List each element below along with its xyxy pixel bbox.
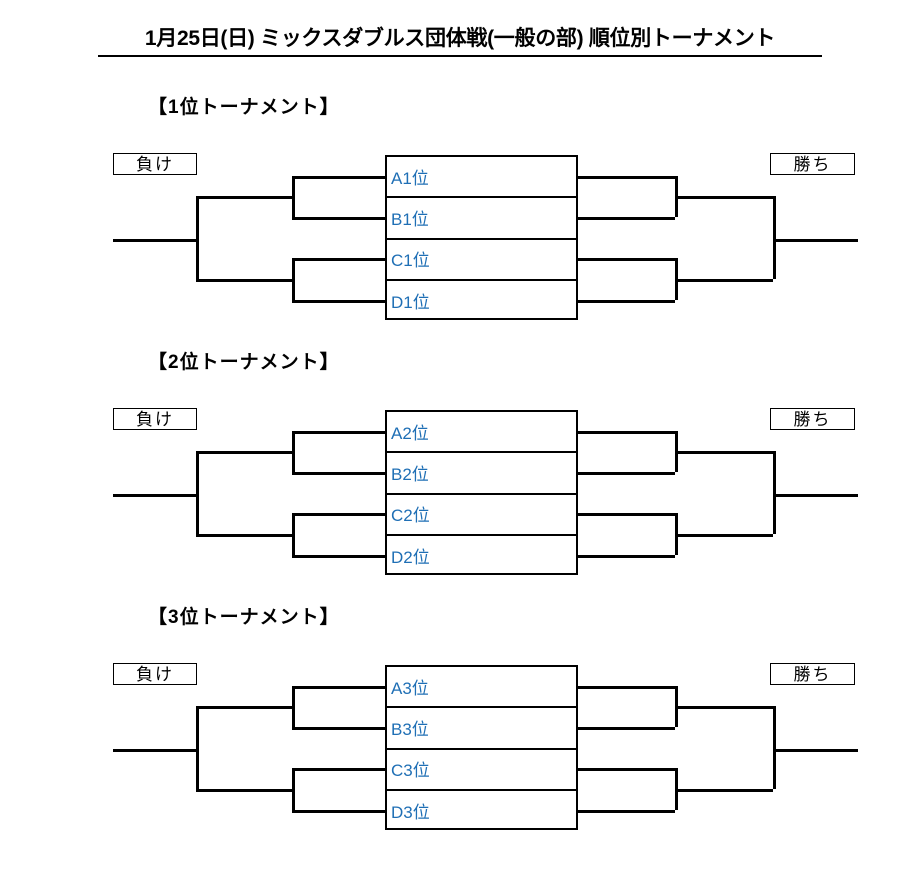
entry-label: C2位	[391, 506, 430, 526]
bracket-line-left-b	[292, 217, 385, 220]
entry-row: C3位	[387, 750, 576, 791]
entry-label: B2位	[391, 464, 429, 484]
bracket-line-right-a	[578, 686, 675, 689]
bracket-line-left-lower-mid	[196, 279, 292, 282]
bracket-line-right-lower-mid	[675, 534, 773, 537]
entry-row: D1位	[387, 281, 576, 322]
bracket-spine-left-upper	[292, 431, 295, 472]
entry-row: D3位	[387, 791, 576, 832]
bracket-line-right-upper-mid	[675, 196, 773, 199]
entry-label: B3位	[391, 719, 429, 739]
tournament-section-2: 【2位トーナメント】負け 勝ち A2位 B2位 C2位 D2位	[0, 347, 920, 597]
entry-label: A1位	[391, 168, 429, 188]
bracket-spine-left-upper	[292, 176, 295, 217]
bracket-line-left-upper-mid	[196, 196, 292, 199]
bracket-line-left-b	[292, 727, 385, 730]
bracket-spine-right-outer	[773, 706, 776, 789]
bracket-line-left-a	[292, 686, 385, 689]
entry-row: B1位	[387, 198, 576, 240]
entry-label: B1位	[391, 209, 429, 229]
bracket-line-right-lower-mid	[675, 279, 773, 282]
entry-row: B3位	[387, 708, 576, 750]
bracket-stem-left	[113, 749, 196, 752]
bracket-line-right-c	[578, 768, 675, 771]
entries-box: A3位 B3位 C3位 D3位	[385, 665, 578, 830]
bracket-line-left-d	[292, 810, 385, 813]
bracket-spine-left-outer	[196, 196, 199, 279]
win-tag: 勝ち	[770, 663, 855, 685]
entry-label: C1位	[391, 251, 430, 271]
lose-tag: 負け	[113, 408, 197, 430]
lose-tag: 負け	[113, 153, 197, 175]
bracket-line-left-lower-mid	[196, 789, 292, 792]
bracket-line-left-d	[292, 555, 385, 558]
bracket-stem-left	[113, 239, 196, 242]
entries-box: A2位 B2位 C2位 D2位	[385, 410, 578, 575]
bracket-line-right-b	[578, 472, 675, 475]
bracket-line-left-d	[292, 300, 385, 303]
bracket-line-left-upper-mid	[196, 451, 292, 454]
bracket-stem-left	[113, 494, 196, 497]
tournament-section-3: 【3位トーナメント】負け 勝ち A3位 B3位 C3位 D3位	[0, 602, 920, 852]
entry-label: D3位	[391, 803, 430, 823]
section-heading: 【1位トーナメント】	[148, 97, 340, 118]
bracket-spine-left-outer	[196, 706, 199, 789]
bracket-spine-left-lower	[292, 513, 295, 555]
bracket-line-left-a	[292, 176, 385, 179]
page-title: 1月25日(日) ミックスダブルス団体戦(一般の部) 順位別トーナメント	[98, 22, 822, 57]
bracket-line-left-c	[292, 513, 385, 516]
bracket-line-right-d	[578, 555, 675, 558]
section-heading: 【2位トーナメント】	[148, 352, 340, 373]
bracket-line-left-lower-mid	[196, 534, 292, 537]
entry-row: A3位	[387, 667, 576, 709]
bracket-line-right-b	[578, 217, 675, 220]
bracket-spine-left-lower	[292, 258, 295, 300]
entry-row: C2位	[387, 495, 576, 536]
entry-label: C3位	[391, 761, 430, 781]
bracket-line-right-upper-mid	[675, 451, 773, 454]
entry-row: A2位	[387, 412, 576, 454]
bracket-line-right-a	[578, 431, 675, 434]
bracket-line-left-b	[292, 472, 385, 475]
bracket-line-right-d	[578, 300, 675, 303]
bracket-spine-right-outer	[773, 196, 776, 279]
bracket-line-right-a	[578, 176, 675, 179]
entry-row: C1位	[387, 240, 576, 281]
bracket-line-left-a	[292, 431, 385, 434]
section-heading: 【3位トーナメント】	[148, 607, 340, 628]
entry-label: D1位	[391, 293, 430, 313]
lose-tag: 負け	[113, 663, 197, 685]
bracket-line-left-c	[292, 768, 385, 771]
bracket-stem-right	[773, 494, 858, 497]
win-tag: 勝ち	[770, 153, 855, 175]
bracket-stem-right	[773, 749, 858, 752]
bracket-line-right-c	[578, 258, 675, 261]
bracket-spine-left-upper	[292, 686, 295, 727]
bracket-line-right-c	[578, 513, 675, 516]
bracket-line-right-upper-mid	[675, 706, 773, 709]
bracket-stem-right	[773, 239, 858, 242]
entry-label: A3位	[391, 678, 429, 698]
bracket-line-left-upper-mid	[196, 706, 292, 709]
entry-row: D2位	[387, 536, 576, 577]
bracket-line-left-c	[292, 258, 385, 261]
tournament-section-1: 【1位トーナメント】負け 勝ち A1位 B1位 C1位 D1位	[0, 92, 920, 342]
bracket-line-right-b	[578, 727, 675, 730]
win-tag: 勝ち	[770, 408, 855, 430]
entry-row: A1位	[387, 157, 576, 199]
entries-box: A1位 B1位 C1位 D1位	[385, 155, 578, 320]
entry-label: A2位	[391, 423, 429, 443]
bracket-line-right-d	[578, 810, 675, 813]
entry-label: D2位	[391, 548, 430, 568]
bracket-line-right-lower-mid	[675, 789, 773, 792]
bracket-spine-left-outer	[196, 451, 199, 534]
bracket-spine-right-outer	[773, 451, 776, 534]
entry-row: B2位	[387, 453, 576, 495]
bracket-spine-left-lower	[292, 768, 295, 810]
